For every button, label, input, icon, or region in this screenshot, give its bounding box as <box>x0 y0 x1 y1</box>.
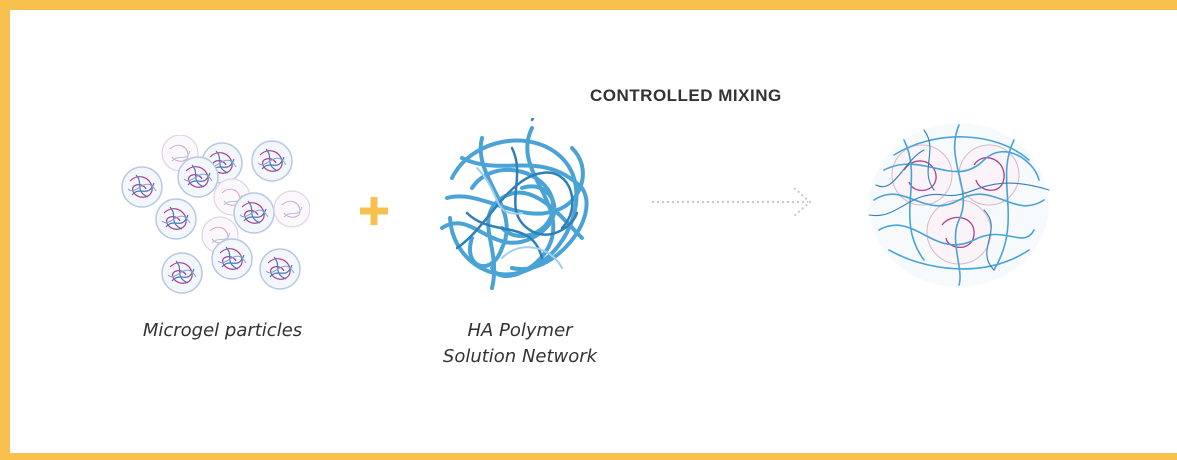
controlled-mixing-heading: CONTROLLED MIXING <box>590 86 782 105</box>
ha-polymer-label-line2: Solution Network <box>442 346 598 367</box>
plus-icon <box>360 197 388 225</box>
ha-polymer-label: HA Polymer Solution Network <box>395 318 645 370</box>
dotted-arrow-icon <box>652 187 812 217</box>
microgel-cluster-icon <box>121 135 310 294</box>
polymer-network-icon <box>440 118 589 290</box>
mixed-gel-icon <box>868 123 1050 287</box>
ha-polymer-label-line1: HA Polymer <box>467 320 573 341</box>
microgel-particles-label: Microgel particles <box>142 320 303 341</box>
